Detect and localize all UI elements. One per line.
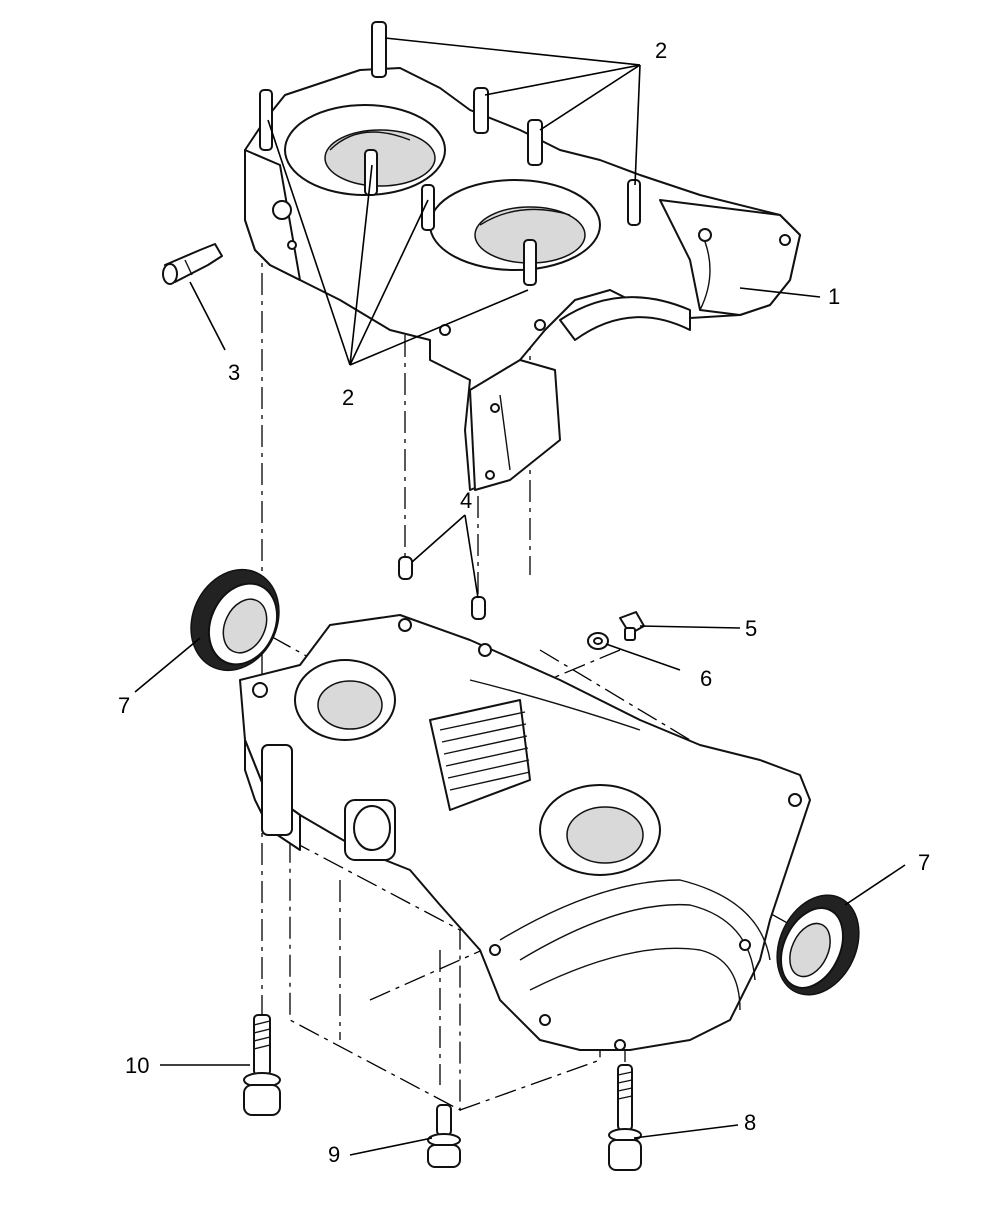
seal-left-part-7 bbox=[190, 568, 280, 672]
bolt-part-8 bbox=[608, 1064, 642, 1171]
studs bbox=[259, 21, 641, 286]
fitting-part-3 bbox=[162, 243, 223, 285]
dowel-pins-part-4 bbox=[398, 556, 486, 620]
callout-labels: 1 2 2 3 4 5 6 7 7 8 9 10 bbox=[118, 38, 930, 1167]
callout-7-right: 7 bbox=[918, 850, 930, 875]
gear bbox=[429, 699, 531, 811]
callout-2-top: 2 bbox=[655, 38, 667, 63]
callout-4: 4 bbox=[460, 488, 472, 513]
callout-10: 10 bbox=[125, 1053, 149, 1078]
callout-9: 9 bbox=[328, 1142, 340, 1167]
callout-2-bottom: 2 bbox=[342, 385, 354, 410]
washer-part-6 bbox=[587, 632, 609, 650]
callout-6: 6 bbox=[700, 666, 712, 691]
callout-7-left: 7 bbox=[118, 693, 130, 718]
callout-5: 5 bbox=[745, 616, 757, 641]
callout-3: 3 bbox=[228, 360, 240, 385]
lower-crankcase bbox=[239, 614, 811, 1051]
seal-right-part-7 bbox=[776, 894, 860, 996]
bolt-part-9 bbox=[427, 1104, 461, 1168]
leader-lines bbox=[134, 37, 906, 1156]
upper-crankcase bbox=[244, 21, 801, 491]
bolt-part-10 bbox=[243, 1014, 281, 1116]
callout-8: 8 bbox=[744, 1110, 756, 1135]
callout-1: 1 bbox=[828, 284, 840, 309]
